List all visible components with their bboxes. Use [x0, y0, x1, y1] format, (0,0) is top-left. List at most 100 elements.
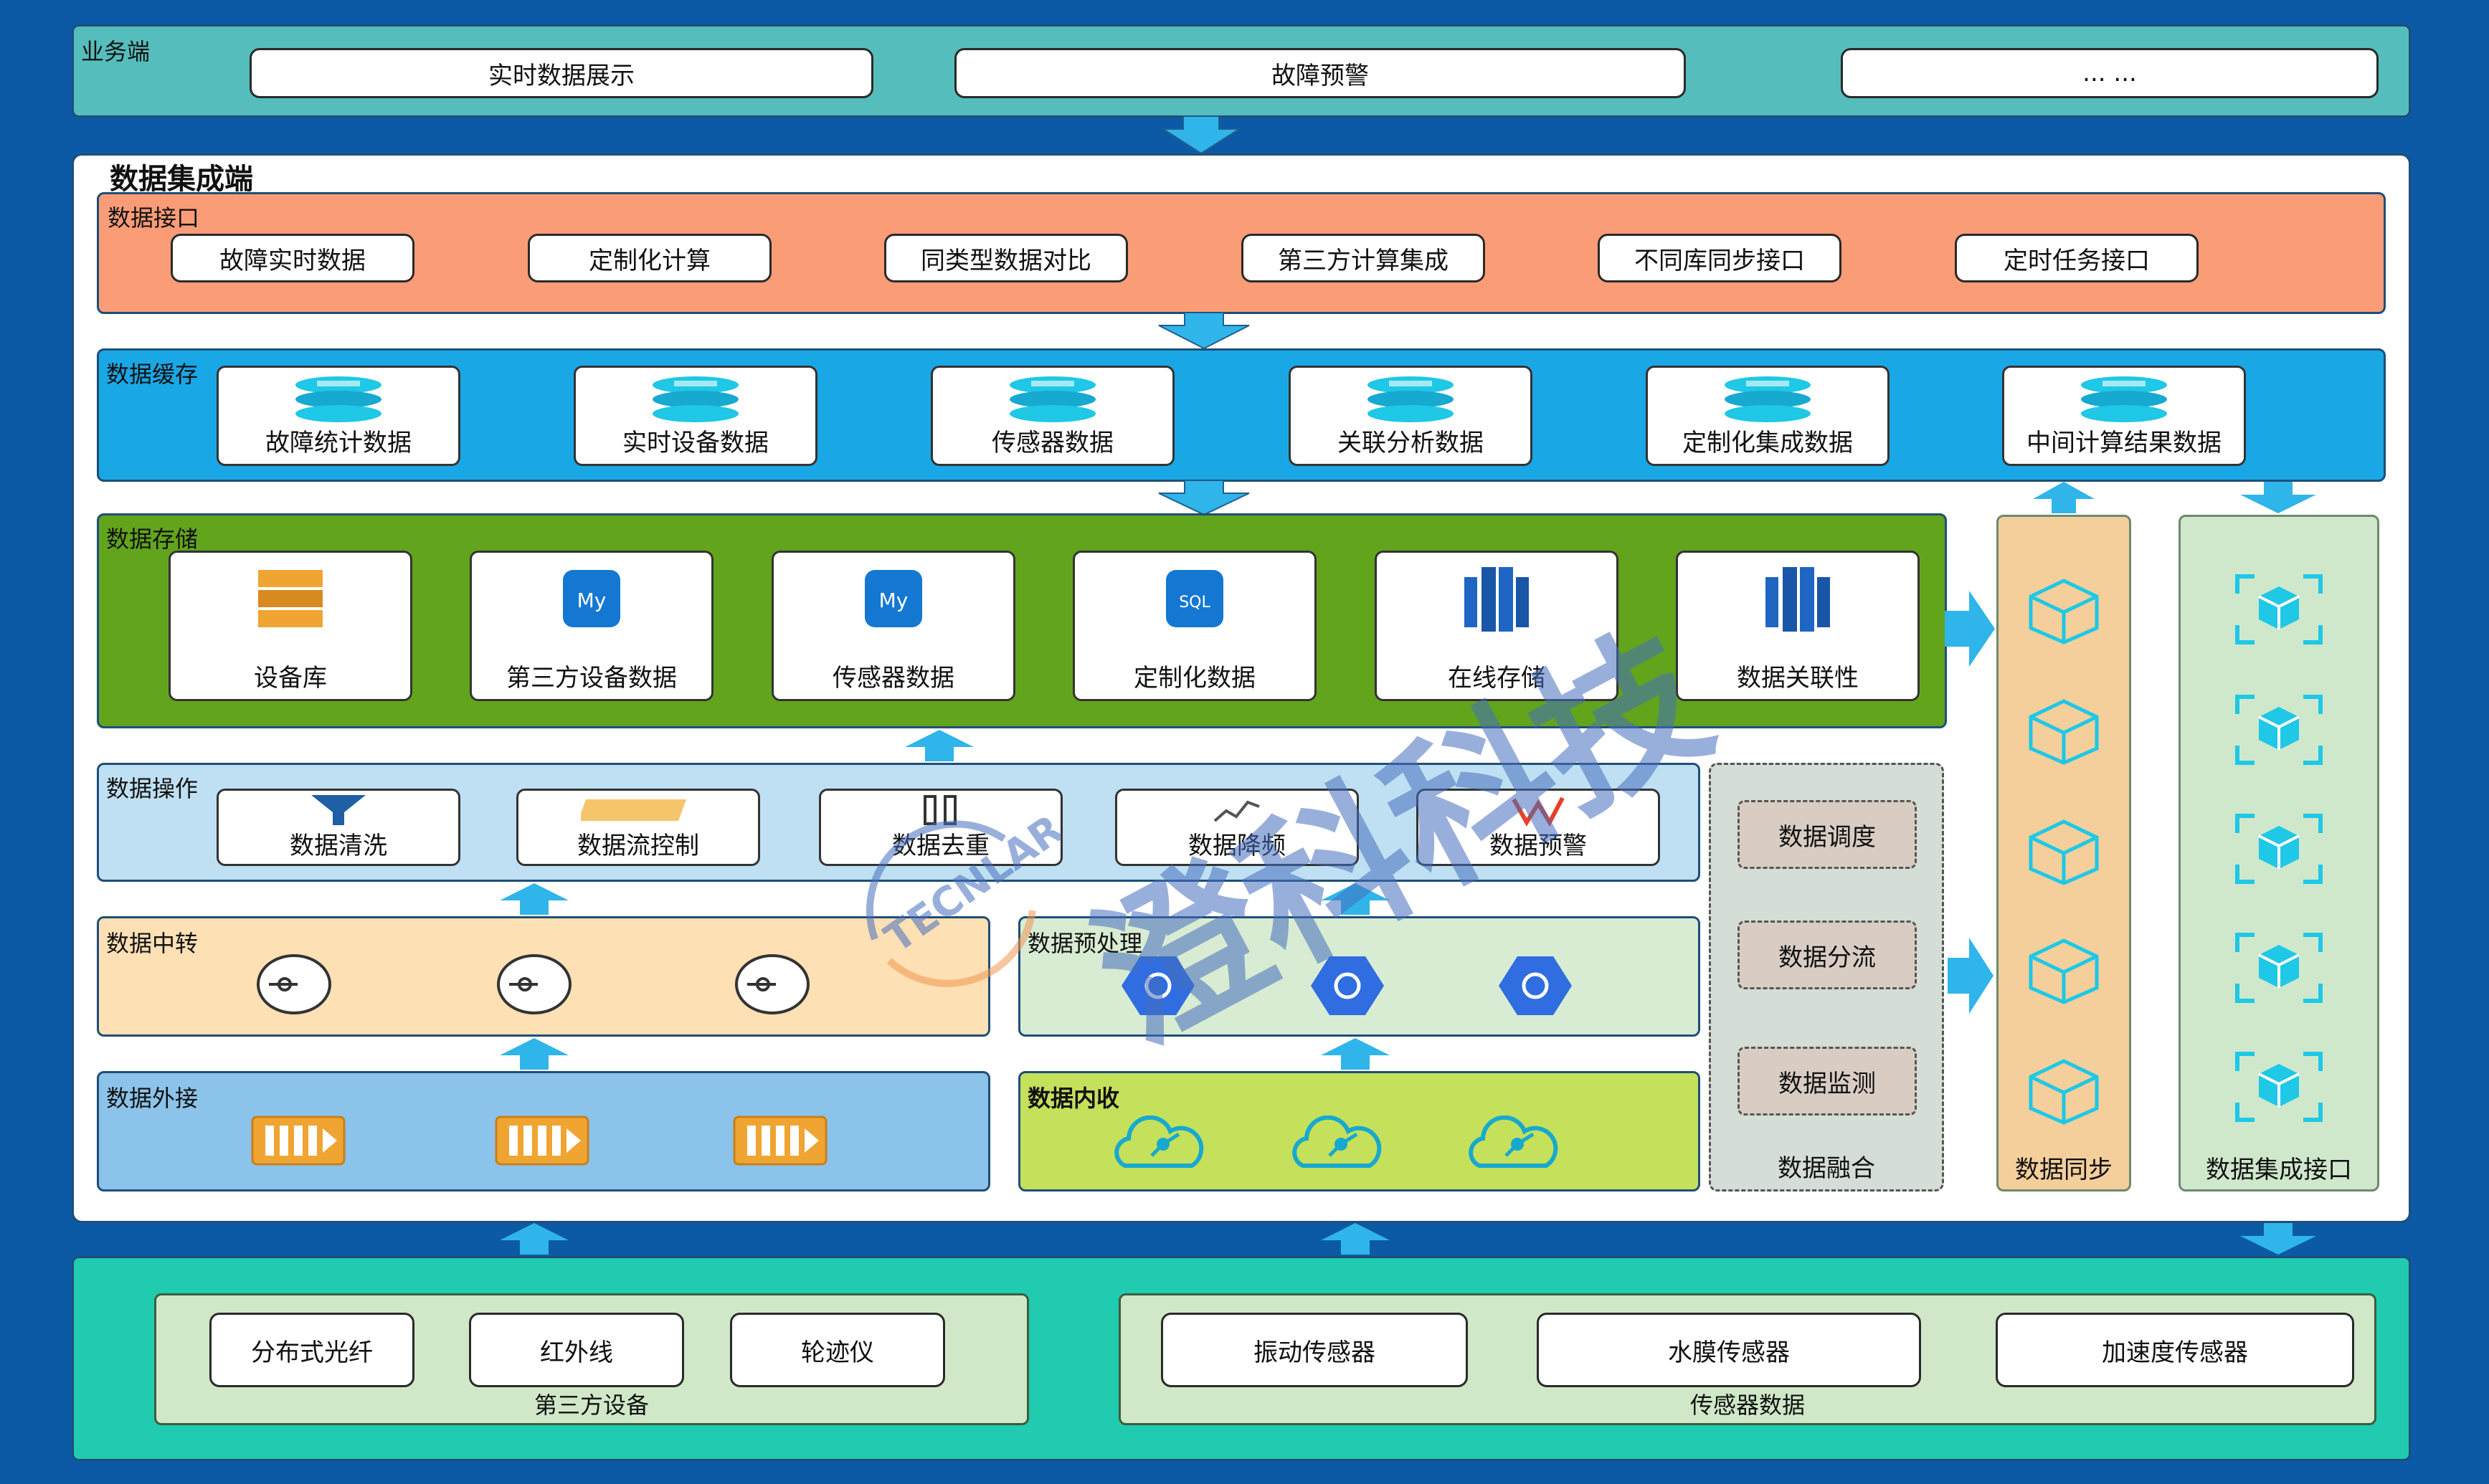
cloud-node-icon — [1285, 1115, 1385, 1176]
storage-item-card[interactable]: 数据关联性 — [1676, 551, 1920, 701]
company-logo-icon: TECNLAR — [866, 806, 1061, 987]
up-arrow-icon — [905, 730, 974, 761]
sensor-title: 传感器数据 — [1689, 1392, 1805, 1419]
cache-item-card[interactable]: 故障统计数据 — [217, 366, 460, 466]
business-item-fault-warning[interactable]: 故障预警 — [954, 48, 1686, 98]
up-arrow-icon — [500, 1223, 569, 1255]
database-stack-icon — [292, 375, 385, 428]
preprocess-layer-title: 数据预处理 — [1028, 930, 1143, 957]
cache-item-label: 传感器数据 — [992, 429, 1114, 457]
api-cube-icon — [2234, 1051, 2323, 1126]
cube-sync-icon — [2026, 697, 2101, 769]
svg-text:My: My — [879, 589, 909, 612]
up-arrow-icon — [2033, 482, 2095, 513]
storage-item-label: 设备库 — [254, 664, 327, 693]
down-arrow-icon — [1162, 116, 1241, 155]
warning-chart-icon — [1509, 794, 1567, 829]
operation-item-card[interactable]: 数据流控制 — [516, 789, 760, 866]
cache-item-card[interactable]: 中间计算结果数据 — [2002, 366, 2246, 466]
integration-title: 数据集成端 — [110, 163, 253, 196]
columnar-db-icon — [1758, 563, 1837, 637]
stream-connector-icon — [251, 1116, 346, 1169]
cube-sync-icon — [2026, 576, 2101, 648]
api-cube-icon — [2234, 694, 2323, 769]
fusion-scheduling[interactable]: 数据调度 — [1737, 800, 1917, 869]
sql-icon: SQL — [1162, 563, 1227, 637]
sensor-vibration[interactable]: 振动传感器 — [1161, 1313, 1468, 1387]
mysql-icon: My — [559, 563, 624, 637]
device-distributed-fiber[interactable]: 分布式光纤 — [209, 1313, 414, 1387]
cache-item-card[interactable]: 传感器数据 — [931, 366, 1175, 466]
right-arrow-icon — [1945, 591, 1995, 667]
cache-item-label: 故障统计数据 — [265, 429, 412, 457]
operation-item-label: 数据降频 — [1188, 832, 1286, 860]
storage-item-label: 传感器数据 — [833, 664, 954, 693]
sync-title: 数据同步 — [2015, 1156, 2113, 1184]
operation-item-label: 数据清洗 — [290, 832, 387, 860]
flow-control-icon — [578, 794, 696, 829]
internal-layer-title: 数据内收 — [1028, 1085, 1120, 1112]
cache-item-card[interactable]: 关联分析数据 — [1289, 366, 1532, 466]
cache-item-label: 中间计算结果数据 — [2026, 429, 2222, 457]
svg-text:My: My — [577, 589, 607, 612]
storage-layer-title: 数据存储 — [106, 525, 199, 553]
interface-layer-title: 数据接口 — [108, 204, 200, 232]
storage-item-label: 定制化数据 — [1134, 664, 1256, 693]
relay-node-icon — [255, 952, 333, 1019]
operation-item-label: 数据预警 — [1489, 832, 1587, 860]
relay-node-icon — [733, 952, 812, 1019]
operation-item-card[interactable]: 数据降频 — [1115, 789, 1359, 866]
up-arrow-icon — [1321, 1223, 1390, 1255]
cloud-node-icon — [1461, 1115, 1562, 1176]
database-stack-icon — [2077, 375, 2171, 428]
cache-item-card[interactable]: 实时设备数据 — [574, 366, 817, 466]
cache-layer-title: 数据缓存 — [106, 361, 199, 388]
cube-sync-icon — [2026, 817, 2101, 889]
interface-custom-compute[interactable]: 定制化计算 — [528, 234, 772, 282]
down-arrow-icon — [2240, 482, 2316, 513]
fusion-splitting[interactable]: 数据分流 — [1737, 921, 1917, 989]
business-layer: 业务端 实时数据展示 故障预警 ... ... — [72, 24, 2411, 118]
operation-item-card[interactable]: 数据清洗 — [217, 789, 460, 866]
business-item-realtime-display[interactable]: 实时数据展示 — [250, 48, 873, 98]
interface-third-party-compute[interactable]: 第三方计算集成 — [1241, 234, 1485, 282]
business-item-more[interactable]: ... ... — [1841, 48, 2379, 98]
database-stack-icon — [1364, 375, 1457, 428]
fusion-monitoring[interactable]: 数据监测 — [1737, 1047, 1917, 1116]
preprocess-hexagon-icon — [1119, 953, 1198, 1021]
stream-connector-icon — [495, 1116, 589, 1169]
storage-item-card[interactable]: SQL 定制化数据 — [1073, 551, 1317, 701]
sensor-acceleration[interactable]: 加速度传感器 — [1996, 1313, 2354, 1387]
device-track-instrument[interactable]: 轮迹仪 — [730, 1313, 945, 1387]
operation-item-card[interactable]: 数据预警 — [1416, 789, 1660, 866]
device-infrared[interactable]: 红外线 — [469, 1313, 684, 1387]
cache-item-card[interactable]: 定制化集成数据 — [1646, 366, 1890, 466]
database-stack-icon — [1721, 375, 1814, 428]
external-layer-title: 数据外接 — [106, 1085, 199, 1112]
third-party-group: 第三方设备 分布式光纤 红外线 轮迹仪 — [154, 1293, 1029, 1425]
cube-sync-icon — [2026, 1057, 2101, 1128]
storage-item-card[interactable]: My 传感器数据 — [772, 551, 1015, 701]
cube-sync-icon — [2026, 936, 2101, 1008]
sensor-water-film[interactable]: 水膜传感器 — [1537, 1313, 1921, 1387]
cache-item-label: 关联分析数据 — [1337, 429, 1484, 457]
database-stack-icon — [649, 375, 742, 428]
interface-same-type-compare[interactable]: 同类型数据对比 — [884, 234, 1128, 282]
third-party-title: 第三方设备 — [534, 1392, 649, 1419]
api-cube-icon — [2234, 813, 2323, 888]
down-arrow-icon — [1158, 313, 1250, 350]
preprocess-hexagon-icon — [1308, 953, 1387, 1021]
storage-item-card[interactable]: 在线存储 — [1375, 551, 1618, 701]
storage-item-card[interactable]: 设备库 — [169, 551, 412, 701]
up-arrow-icon — [500, 883, 569, 915]
up-arrow-icon — [500, 1038, 569, 1070]
operation-item-label: 数据流控制 — [577, 832, 699, 860]
interface-fault-realtime[interactable]: 故障实时数据 — [171, 234, 414, 282]
interface-cross-db-sync[interactable]: 不同库同步接口 — [1598, 234, 1841, 282]
storage-item-label: 数据关联性 — [1737, 664, 1859, 693]
cache-item-label: 定制化集成数据 — [1682, 429, 1853, 457]
interface-scheduled-task[interactable]: 定时任务接口 — [1955, 234, 2199, 282]
svg-text:TECNLAR: TECNLAR — [876, 806, 1061, 962]
business-layer-title: 业务端 — [81, 38, 151, 65]
